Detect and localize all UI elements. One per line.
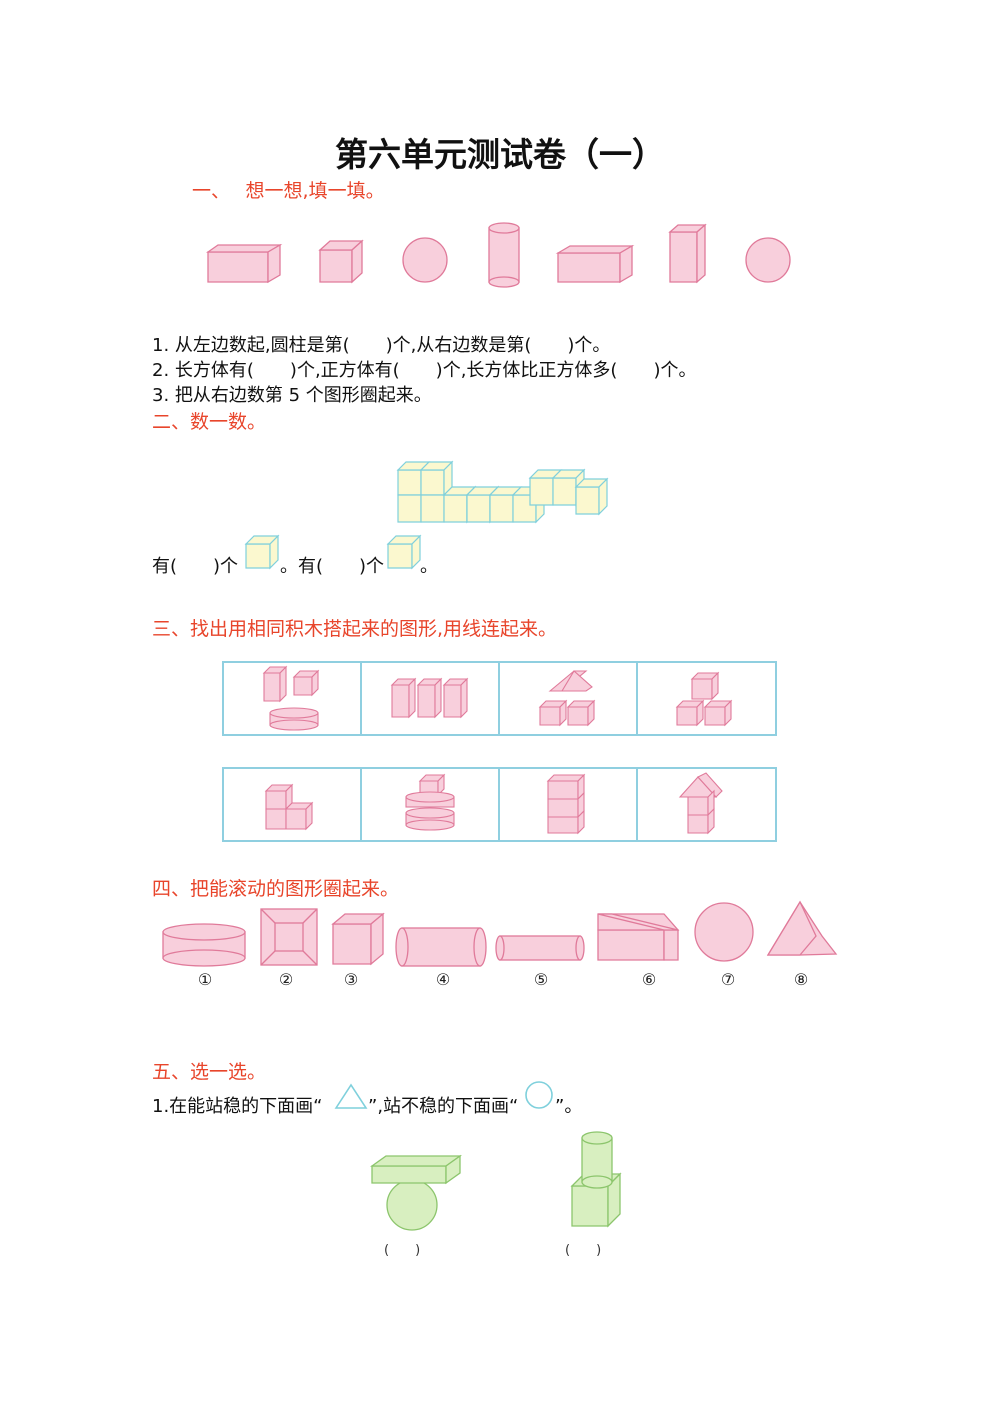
shape-label-2: ② <box>278 970 294 989</box>
question-5-1-part-a: 1.在能站稳的下面画“ <box>152 1096 323 1117</box>
cube-shape <box>318 239 364 284</box>
circle-icon <box>525 1081 553 1109</box>
section-2-heading: 二、数一数。 <box>152 411 267 433</box>
shape-label-8: ⑧ <box>793 970 809 989</box>
stacked-cubes-figure <box>396 460 609 524</box>
page-title: 第六单元测试卷（一） <box>335 135 665 174</box>
sphere-shape <box>402 237 448 283</box>
stability-figures <box>369 1131 622 1231</box>
question-1-2: 2. 长方体有( )个,正方体有( )个,长方体比正方体多( )个。 <box>152 360 697 381</box>
answer-paren-right[interactable]: ( ) <box>565 1243 602 1258</box>
section-1-heading: 一、 想一想,填一填。 <box>192 180 385 202</box>
sphere-shape-2 <box>745 237 791 283</box>
section-5-heading: 五、选一选。 <box>152 1061 267 1083</box>
single-cube-icon-2 <box>386 534 422 570</box>
rolling-shapes <box>162 900 838 967</box>
section-3-heading: 三、找出用相同积木搭起来的图形,用线连起来。 <box>152 618 558 640</box>
shape-label-1: ① <box>197 970 213 989</box>
single-cube-icon <box>244 534 280 570</box>
section-1-shapes <box>205 222 791 288</box>
answer-paren-left[interactable]: ( ) <box>384 1243 421 1258</box>
shape-label-4: ④ <box>435 970 451 989</box>
cuboid-shape <box>205 243 283 284</box>
matching-boxes <box>222 661 777 842</box>
question-5-1-part-c: ”。 <box>555 1096 583 1117</box>
count-text-a: 有( )个 <box>152 556 239 577</box>
question-5-1-part-b: ”,站不稳的下面画“ <box>368 1096 519 1117</box>
shape-label-3: ③ <box>343 970 359 989</box>
cuboid-shape-2 <box>555 244 635 284</box>
tall-cuboid-shape <box>668 223 707 284</box>
count-text-end: 。 <box>420 556 438 577</box>
section-4-heading: 四、把能滚动的图形圈起来。 <box>152 878 400 900</box>
question-1-1: 1. 从左边数起,圆柱是第( )个,从右边数是第( )个。 <box>152 335 611 356</box>
shape-label-7: ⑦ <box>720 970 736 989</box>
cylinder-shape <box>488 222 520 288</box>
shape-label-6: ⑥ <box>641 970 657 989</box>
triangle-icon <box>334 1083 368 1109</box>
question-1-3: 3. 把从右边数第 5 个图形圈起来。 <box>152 385 432 406</box>
count-text-b: 。有( )个 <box>280 556 385 577</box>
shape-label-5: ⑤ <box>533 970 549 989</box>
